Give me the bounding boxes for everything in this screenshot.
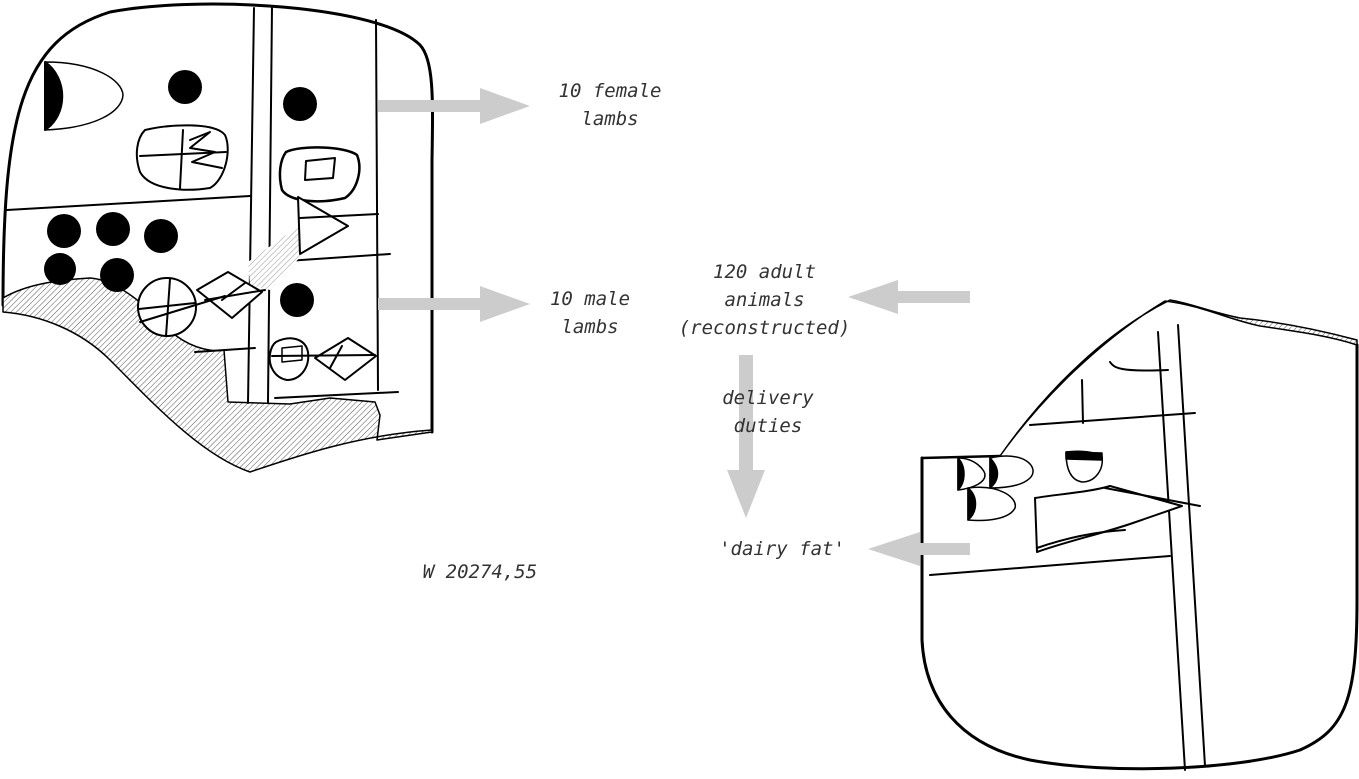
obverse-break [2, 277, 433, 473]
arrow-adult-animals [848, 280, 970, 314]
obverse-outline [1, 2, 435, 434]
sheep-sign-1 [135, 124, 229, 191]
label-delivery-duties: delivery duties [722, 387, 814, 437]
cuneiform-d-sign [44, 61, 124, 131]
numeral-dot [168, 70, 202, 104]
reverse-break [999, 299, 1358, 457]
arrows [378, 88, 970, 566]
sheep-sign-2 [137, 271, 266, 337]
triangle-sign-upper [297, 196, 349, 255]
male-lamb-sign [268, 337, 377, 381]
arrow-male-lambs [378, 286, 530, 322]
arrow-delivery-duties [727, 355, 765, 518]
label-female-lambs: 10 female lambs [558, 80, 662, 130]
arrow-female-lambs [378, 88, 530, 124]
dairy-fat-sign [957, 450, 1201, 553]
tablet-reverse [920, 299, 1359, 771]
label-tablet-id: W 20274,55 [422, 561, 538, 583]
arrow-dairy-fat [868, 532, 970, 566]
label-male-lambs: 10 male lambs [549, 288, 631, 338]
label-dairy-fat: 'dairy fat' [719, 538, 845, 560]
tablet-obverse [1, 2, 435, 473]
female-lamb-sign [278, 146, 361, 203]
label-adult-animals: 120 adult animals (reconstructed) [678, 261, 851, 339]
reverse-outline [920, 343, 1359, 771]
